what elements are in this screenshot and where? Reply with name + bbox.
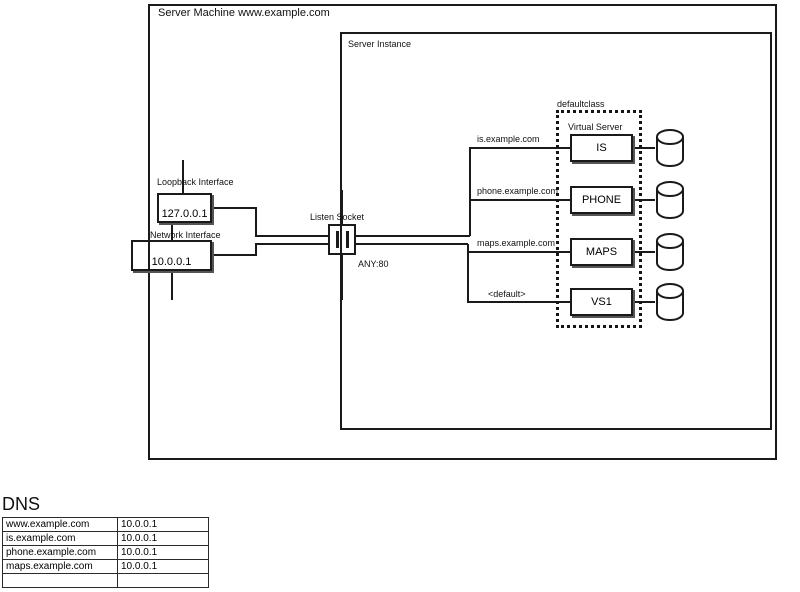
line-route-is — [469, 147, 570, 236]
server-machine-label: Server Machine www.example.com — [158, 7, 330, 19]
network-interface-label: Network Interface — [150, 230, 221, 240]
line-route-default — [467, 252, 570, 303]
table-row: maps.example.com 10.0.0.1 — [2, 559, 209, 574]
dns-ip — [117, 573, 209, 588]
table-row: is.example.com 10.0.0.1 — [2, 531, 209, 546]
network-ip: 10.0.0.1 — [151, 256, 192, 268]
virtual-server-phone: PHONE — [570, 186, 633, 214]
table-row: www.example.com 10.0.0.1 — [2, 517, 209, 532]
virtual-server-name: IS — [596, 142, 607, 154]
dns-host: phone.example.com — [2, 545, 118, 560]
database-icon — [656, 181, 684, 219]
server-instance-container — [340, 32, 772, 430]
dns-ip: 10.0.0.1 — [117, 517, 209, 532]
dns-ip: 10.0.0.1 — [117, 531, 209, 546]
defaultclass-label: defaultclass — [557, 99, 605, 109]
dns-title: DNS — [2, 494, 41, 514]
line-network-to-socket — [212, 243, 328, 256]
loopback-interface-box: 127.0.0.1 — [157, 193, 212, 223]
virtual-server-name: MAPS — [585, 246, 618, 258]
database-icon — [656, 129, 684, 167]
virtual-server-header: Virtual Server — [568, 122, 623, 132]
loopback-interface-label: Loopback Interface — [157, 177, 234, 187]
route-label-phone: phone.example.com — [477, 186, 559, 196]
route-label-maps: maps.example.com — [477, 238, 556, 248]
server-machine-container — [148, 4, 777, 460]
dns-host: maps.example.com — [2, 559, 118, 574]
route-label-is: is.example.com — [477, 134, 540, 144]
line-loopback-to-socket — [212, 207, 328, 237]
listen-socket-address: ANY:80 — [358, 259, 389, 269]
dns-ip: 10.0.0.1 — [117, 559, 209, 574]
route-label-default: <default> — [488, 289, 526, 299]
defaultclass-group — [556, 110, 642, 328]
virtual-server-name: PHONE — [581, 194, 622, 206]
dns-host — [2, 573, 118, 588]
virtual-server-name: VS1 — [591, 296, 612, 308]
listen-socket-label: Listen Socket — [310, 212, 365, 222]
database-icon — [656, 283, 684, 321]
listen-socket-box — [328, 224, 356, 255]
server-instance-label: Server Instance — [348, 39, 412, 49]
socket-bar-icon — [346, 231, 349, 248]
database-icon — [656, 233, 684, 271]
virtual-server-is: IS — [570, 134, 633, 162]
virtual-server-maps: MAPS — [570, 238, 633, 266]
network-interface-box: 10.0.0.1 — [131, 240, 212, 271]
dns-host: www.example.com — [2, 517, 118, 532]
dns-ip: 10.0.0.1 — [117, 545, 209, 560]
dns-table: www.example.com 10.0.0.1 is.example.com … — [2, 517, 209, 588]
table-row — [2, 573, 209, 588]
virtual-server-vs1: VS1 — [570, 288, 633, 316]
loopback-ip: 127.0.0.1 — [161, 208, 208, 220]
table-row: phone.example.com 10.0.0.1 — [2, 545, 209, 560]
socket-bar-icon — [336, 231, 339, 248]
dns-host: is.example.com — [2, 531, 118, 546]
